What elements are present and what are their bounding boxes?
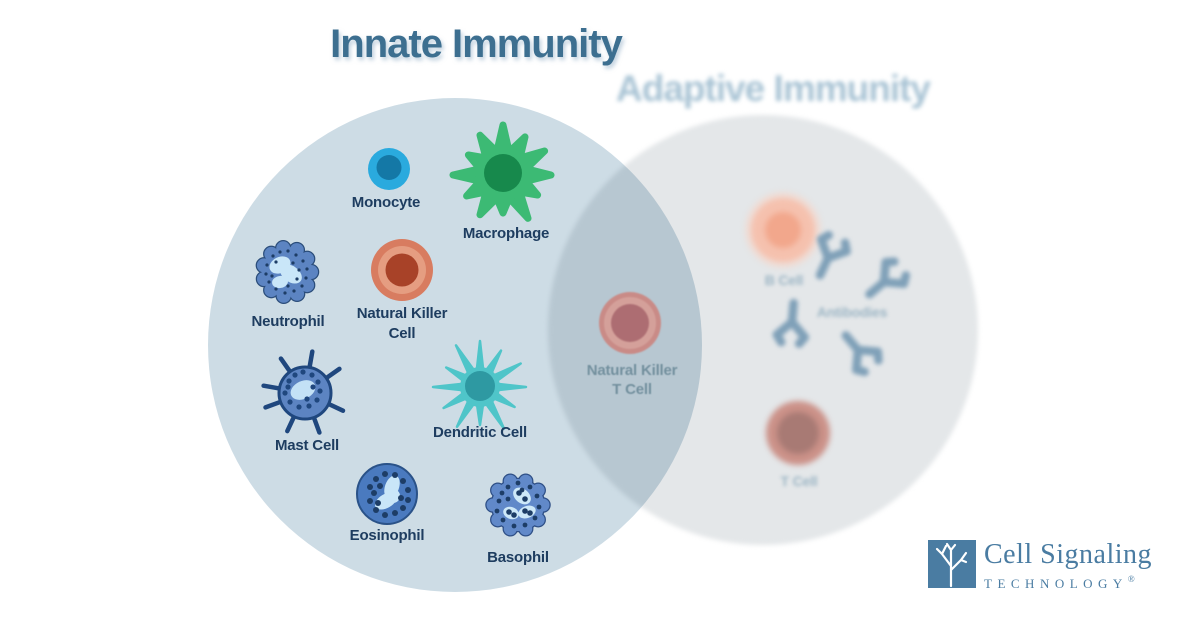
t-cell-icon <box>766 401 830 465</box>
eosinophil-label: Eosinophil <box>349 527 425 544</box>
antibody-icon <box>772 298 809 348</box>
registered-mark: ® <box>1127 574 1135 584</box>
t-cell-label: T Cell <box>780 473 818 489</box>
antibody-icon <box>865 257 911 299</box>
dendritic-cell-icon <box>431 339 528 430</box>
monocyte-cell-icon <box>368 148 410 190</box>
antibodies-label: Antibodies <box>816 304 888 320</box>
natural-killer-t-cell-icon <box>599 292 661 354</box>
basophil-label: Basophil <box>487 549 549 566</box>
neutrophil-cell-icon <box>255 240 320 305</box>
natural-killer-cell-icon <box>371 239 433 301</box>
eosinophil-cell-icon <box>356 463 418 525</box>
neutrophil-label: Neutrophil <box>251 313 325 330</box>
basophil-cell-icon <box>485 473 551 537</box>
natural-killer-cell-label: Natural Killer Cell <box>356 305 448 342</box>
mast-cell-label: Mast Cell <box>274 437 340 454</box>
adaptive-immunity-title: Adaptive Immunity <box>616 68 931 109</box>
cell-signaling-technology-logo: Cell Signaling TECHNOLOGY® <box>928 540 1152 592</box>
b-cell-label: B Cell <box>764 272 804 288</box>
dendritic-cell-label: Dendritic Cell <box>433 424 527 441</box>
antibody-icon <box>841 331 883 377</box>
logo-tree-icon <box>928 540 976 588</box>
mast-cell-icon <box>261 349 346 435</box>
macrophage-label: Macrophage <box>462 225 550 242</box>
logo-subtitle: TECHNOLOGY® <box>984 574 1135 591</box>
b-cell-icon <box>745 192 821 268</box>
monocyte-label: Monocyte <box>351 194 421 211</box>
macrophage-cell-icon <box>449 121 555 222</box>
natural-killer-t-cell-label: Natural Killer T Cell <box>586 362 678 398</box>
antibody-icon <box>815 230 851 280</box>
innate-immunity-title: Innate Immunity <box>330 22 623 66</box>
logo-wordmark: Cell Signaling <box>984 539 1152 570</box>
